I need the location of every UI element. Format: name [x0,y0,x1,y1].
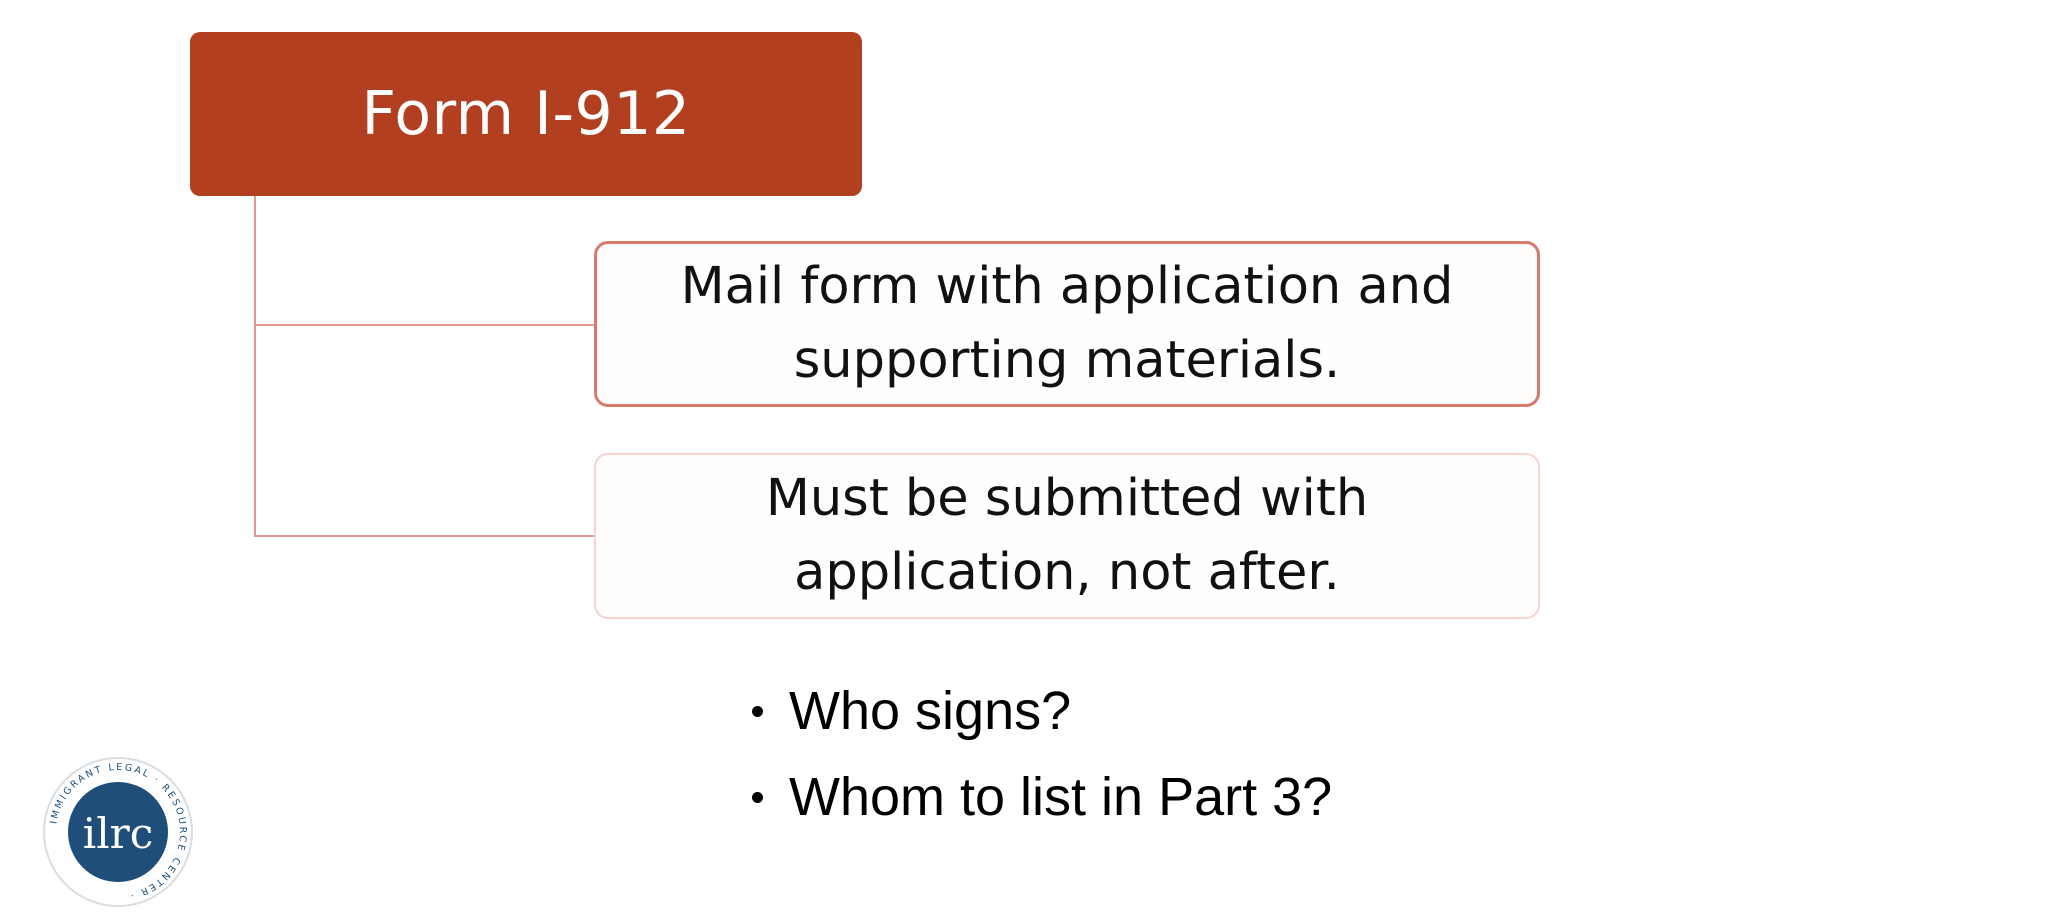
diagram-step-box-1: Mail form with application and supportin… [594,241,1540,407]
diagram-step-box-2: Must be submitted with application, not … [594,453,1540,619]
connector-vertical-line [254,196,256,537]
connector-line-step-2 [254,535,594,537]
bullet-item: Who signs? [752,668,1332,754]
diagram-title: Form I-912 [361,79,691,149]
bullet-text: Whom to list in Part 3? [789,767,1333,827]
bullet-dot-icon [752,791,763,803]
ilrc-logo-graphic: IMMIGRANT LEGAL · RESOURCE CENTER · ilrc [43,757,193,907]
svg-text:ilrc: ilrc [83,809,153,858]
diagram-title-box: Form I-912 [190,32,862,196]
bullet-dot-icon [752,705,763,717]
bullet-text: Who signs? [789,681,1072,741]
bullet-item: Whom to list in Part 3? [752,754,1332,840]
diagram-step-text-2: Must be submitted with application, not … [765,469,1369,602]
connector-line-step-1 [254,324,594,326]
ilrc-logo: IMMIGRANT LEGAL · RESOURCE CENTER · ilrc [40,754,196,910]
diagram-step-text-1: Mail form with application and supportin… [680,257,1454,390]
bullet-list: Who signs? Whom to list in Part 3? [752,668,1332,840]
